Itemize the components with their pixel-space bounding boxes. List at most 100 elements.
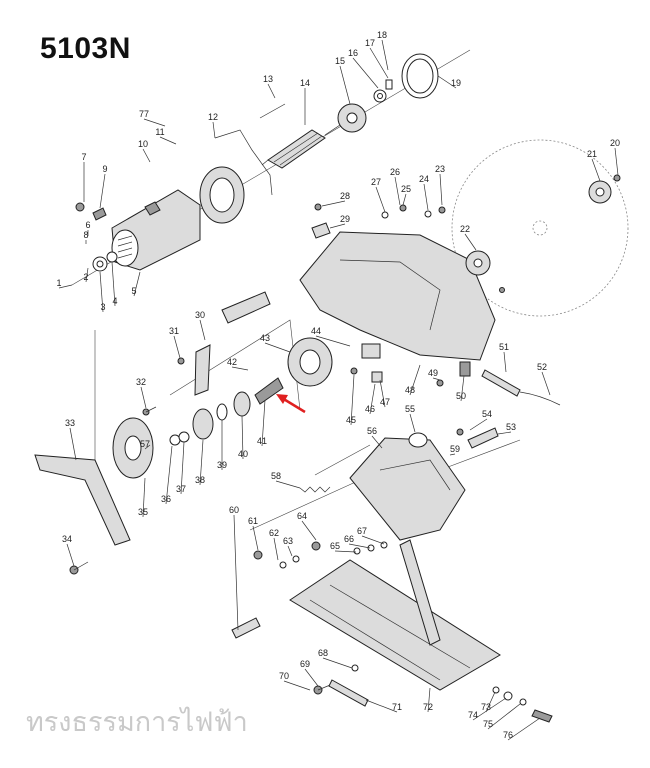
- leader-line-4: [111, 261, 116, 307]
- leader-line-64: [301, 520, 317, 541]
- leader-line-56: [371, 435, 383, 449]
- leader-line-49: [432, 377, 441, 381]
- part-label-33: 33: [65, 418, 75, 428]
- part-label-43: 43: [260, 333, 270, 343]
- fasteners: [69, 103, 621, 723]
- leader-line-53: [497, 431, 512, 435]
- part-label-42: 42: [227, 357, 237, 367]
- leader-line-18: [381, 39, 389, 71]
- leader-line-76: [507, 717, 541, 741]
- leader-line-69: [304, 668, 319, 687]
- leader-line-72: [427, 687, 431, 713]
- leader-line-10: [142, 148, 151, 163]
- bearing-and-retainer: [373, 53, 439, 103]
- part-label-71: 71: [392, 702, 402, 712]
- leader-line-73: [485, 691, 496, 713]
- leader-line-38: [199, 439, 204, 486]
- part-label-25: 25: [401, 184, 411, 194]
- part-label-70: 70: [279, 671, 289, 681]
- guide-rule: [34, 454, 131, 546]
- part-label-15: 15: [335, 56, 345, 66]
- part-label-44: 44: [311, 326, 321, 336]
- part-label-24: 24: [419, 174, 429, 184]
- leader-line-25: [402, 193, 407, 206]
- part-label-77: 77: [139, 109, 149, 119]
- leader-line-26: [394, 176, 401, 206]
- part-label-2: 2: [83, 272, 88, 282]
- leader-line-1: [58, 284, 73, 289]
- part-label-76: 76: [503, 730, 513, 740]
- part-label-55: 55: [405, 404, 415, 414]
- leader-line-71: [365, 699, 398, 713]
- part-label-18: 18: [377, 30, 387, 40]
- leader-line-29: [329, 223, 346, 229]
- part-label-26: 26: [390, 167, 400, 177]
- part-label-67: 67: [357, 526, 367, 536]
- leader-line-43: [264, 342, 291, 353]
- part-label-5: 5: [131, 286, 136, 296]
- spring: [299, 486, 331, 493]
- gear-housing: [299, 231, 496, 361]
- leader-line-47: [379, 379, 386, 408]
- leader-line-45: [350, 374, 355, 426]
- leader-line-35: [142, 477, 146, 518]
- fan: [337, 103, 367, 133]
- base-plate: [289, 539, 501, 691]
- callout-arrow: [276, 394, 306, 414]
- part-label-27: 27: [371, 177, 381, 187]
- leader-line-46: [369, 383, 376, 415]
- part-label-69: 69: [300, 659, 310, 669]
- part-label-20: 20: [610, 138, 620, 148]
- part-label-47: 47: [380, 397, 390, 407]
- part-label-31: 31: [169, 326, 179, 336]
- part-label-41: 41: [257, 436, 267, 446]
- part-label-73: 73: [481, 702, 491, 712]
- part-label-60: 60: [229, 505, 239, 515]
- lower-guard: [349, 437, 466, 541]
- part-label-16: 16: [348, 48, 358, 58]
- leader-line-54: [469, 418, 488, 431]
- part-label-12: 12: [208, 112, 218, 122]
- leader-line-65: [334, 550, 357, 553]
- part-label-48: 48: [405, 385, 415, 395]
- leader-line-51: [503, 351, 507, 373]
- model-title: 5103N: [40, 32, 131, 65]
- leader-line-60: [233, 514, 239, 631]
- leader-line-58: [275, 480, 301, 489]
- part-label-53: 53: [506, 422, 516, 432]
- part-label-72: 72: [423, 702, 433, 712]
- leader-line-20: [614, 147, 619, 176]
- leader-line-24: [423, 183, 429, 211]
- part-label-46: 46: [365, 404, 375, 414]
- leader-line-55: [409, 413, 416, 433]
- part-label-62: 62: [269, 528, 279, 538]
- blade-flanges: [465, 180, 612, 276]
- leader-line-70: [283, 680, 311, 691]
- part-label-40: 40: [238, 449, 248, 459]
- leader-line-62: [273, 537, 279, 561]
- part-label-34: 34: [62, 534, 72, 544]
- leader-line-15: [339, 65, 351, 105]
- leader-line-28: [321, 200, 346, 207]
- part-label-13: 13: [263, 74, 273, 84]
- part-label-32: 32: [136, 377, 146, 387]
- part-label-22: 22: [460, 224, 470, 234]
- leader-line-52: [541, 371, 551, 396]
- part-label-66: 66: [344, 534, 354, 544]
- leader-line-16: [352, 57, 379, 89]
- leader-line-19: [437, 75, 457, 89]
- leader-line-75: [487, 703, 521, 730]
- leader-line-59: [449, 453, 456, 456]
- part-label-3: 3: [100, 302, 105, 312]
- leader-line-33: [69, 427, 77, 461]
- part-label-68: 68: [318, 648, 328, 658]
- part-label-6: 6: [85, 220, 90, 230]
- part-label-51: 51: [499, 342, 509, 352]
- leader-line-30: [199, 319, 206, 341]
- part-label-7: 7: [81, 152, 86, 162]
- part-label-28: 28: [340, 191, 350, 201]
- leader-line-37: [180, 441, 185, 495]
